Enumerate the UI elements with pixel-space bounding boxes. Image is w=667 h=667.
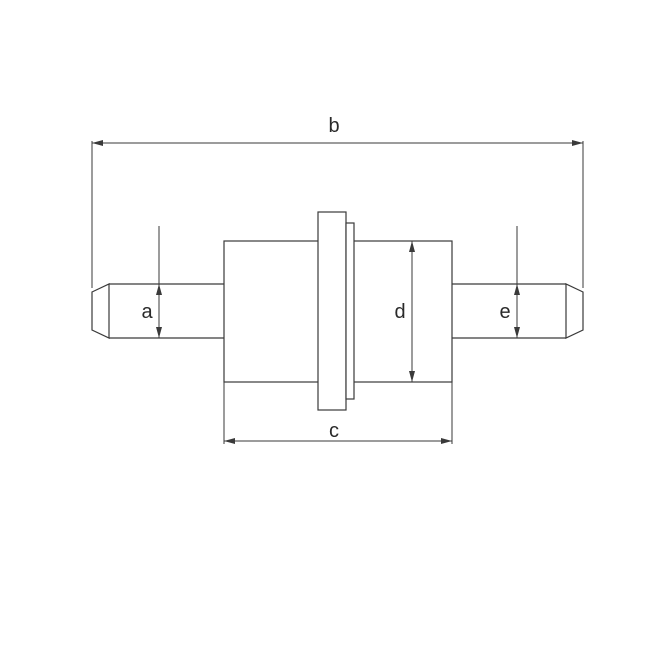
dimension-label-c: c xyxy=(329,420,339,442)
dimension-c: c xyxy=(223,382,453,444)
dimension-a: a xyxy=(141,226,162,338)
dimension-label-e: e xyxy=(499,301,510,323)
dimension-b: b xyxy=(91,115,584,288)
dimension-label-b: b xyxy=(328,115,339,137)
dimension-d: d xyxy=(394,241,415,382)
dimension-e: e xyxy=(499,226,520,338)
right-hose-barb xyxy=(452,283,584,339)
filter-body xyxy=(223,211,453,411)
dimension-label-d: d xyxy=(394,301,405,323)
dimension-label-a: a xyxy=(141,301,153,323)
left-hose-barb xyxy=(91,283,224,339)
